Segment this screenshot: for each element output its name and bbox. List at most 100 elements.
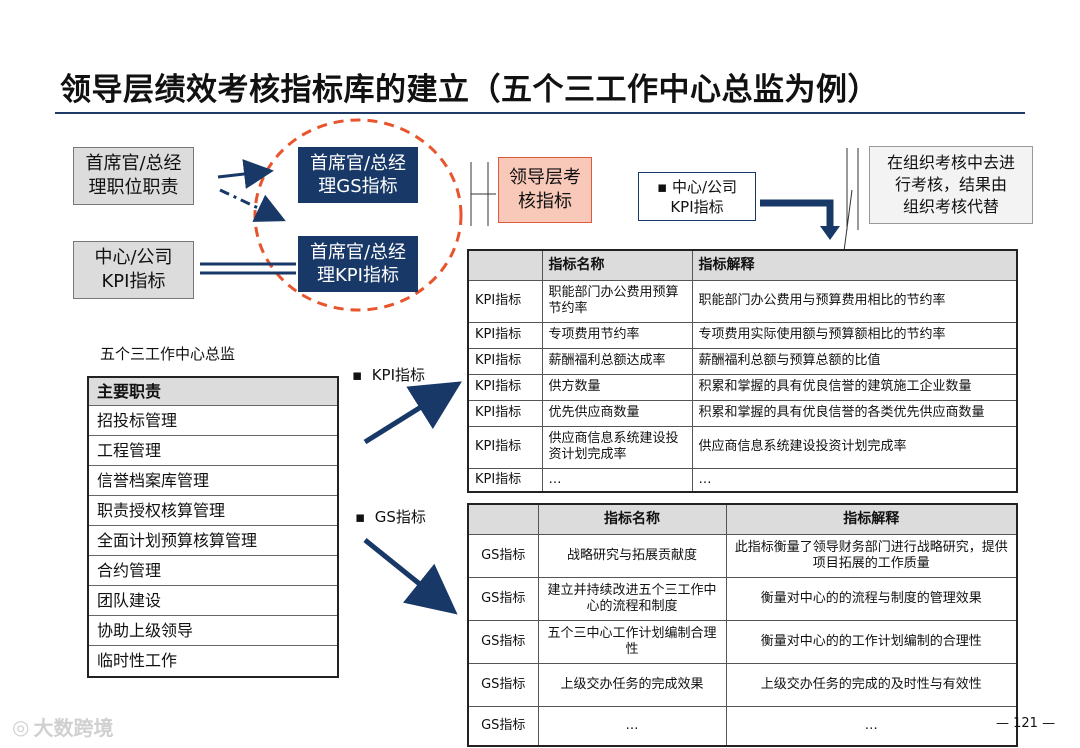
note-box: 在组织考核中去进行考核，结果由组织考核代替: [869, 146, 1033, 224]
kpi-exp-cell: 积累和掌握的具有优良信誉的建筑施工企业数量: [691, 373, 1018, 401]
table-row: KPI指标 职能部门办公费用预算节约率 职能部门办公费用与预算费用相比的节约率: [467, 279, 1018, 323]
duties-header: 主要职责: [89, 378, 337, 406]
pink-line2: 核指标: [518, 191, 572, 212]
watermark-logo-icon: ◎: [12, 714, 30, 739]
table-header-row: 指标名称 指标解释: [467, 503, 1018, 535]
gs-name-cell: 五个三中心工作计划编制合理性: [537, 619, 727, 664]
table-row: GS指标 … …: [467, 705, 1018, 747]
kpi-name-cell: 供方数量: [541, 373, 693, 401]
watermark: ◎ 大数跨境: [12, 712, 113, 741]
table-row: KPI指标 专项费用节约率 专项费用实际使用额与预算额相比的节约率: [467, 321, 1018, 349]
gs-cat-cell: GS指标: [467, 662, 539, 707]
table-row: GS指标 五个三中心工作计划编制合理性 衡量对中心的的工作计划编制的合理性: [467, 619, 1018, 664]
table-row: GS指标 建立并持续改进五个三工作中心的流程和制度 衡量对中心的的流程与制度的管…: [467, 576, 1018, 621]
duties-heading: 五个三工作中心总监: [100, 345, 236, 363]
kpi-exp-cell: 薪酬福利总额与预算总额的比值: [691, 347, 1018, 375]
duty-box-line2: 理职位职责: [88, 177, 179, 198]
kpi-col-header: 指标名称: [541, 249, 693, 281]
gs-col-header: [467, 503, 539, 535]
center-kpi-line2: KPI指标: [670, 197, 724, 216]
kpi-navy-line2: 理KPI指标: [317, 265, 399, 286]
gs-cat-cell: GS指标: [467, 533, 539, 578]
bent-arrow: [760, 199, 834, 228]
gs-navy-line2: 理GS指标: [318, 176, 398, 197]
kpi-arrow-label: ▪ KPI指标: [352, 366, 426, 384]
list-item: 信誉档案库管理: [89, 466, 337, 496]
kpi-box-line2: KPI指标: [101, 271, 166, 292]
kpi-cat-cell: KPI指标: [467, 321, 543, 349]
gs-navy-line1: 首席官/总经: [309, 153, 407, 174]
kpi-col-header: [467, 249, 543, 281]
note-line1: 在组织考核中去进: [886, 153, 1015, 172]
table-row: KPI指标 … …: [467, 467, 1018, 493]
kpi-exp-cell: 职能部门办公费用与预算费用相比的节约率: [691, 279, 1018, 323]
gs-cat-cell: GS指标: [467, 576, 539, 621]
page-title: 领导层绩效考核指标库的建立（五个三工作中心总监为例）: [60, 72, 879, 108]
leadership-indicator-box: 领导层考核指标: [498, 157, 592, 223]
gs-cat-cell: GS指标: [467, 705, 539, 747]
list-item: 招投标管理: [89, 406, 337, 436]
kpi-navy-line1: 首席官/总经: [309, 242, 407, 263]
watermark-text: 大数跨境: [33, 716, 114, 740]
gs-arrow-label: ▪ GS指标: [355, 508, 426, 526]
list-item: 合约管理: [89, 556, 337, 586]
kpi-name-cell: …: [541, 467, 693, 493]
kpi-cat-cell: KPI指标: [467, 347, 543, 375]
arrow-to-kpi-table: [363, 381, 462, 445]
kpi-col-header: 指标解释: [691, 249, 1018, 281]
gs-exp-cell: 衡量对中心的的工作计划编制的合理性: [725, 619, 1018, 664]
position-duty-box: 首席官/总经理职位职责: [73, 147, 194, 205]
kpi-exp-cell: 积累和掌握的具有优良信誉的各类优先供应商数量: [691, 399, 1018, 427]
kpi-cat-cell: KPI指标: [467, 467, 543, 493]
table-row: KPI指标 优先供应商数量 积累和掌握的具有优良信誉的各类优先供应商数量: [467, 399, 1018, 427]
kpi-cat-cell: KPI指标: [467, 399, 543, 427]
kpi-cat-cell: KPI指标: [467, 425, 543, 469]
gs-name-cell: …: [537, 705, 727, 747]
table-row: KPI指标 供方数量 积累和掌握的具有优良信誉的建筑施工企业数量: [467, 373, 1018, 401]
gs-exp-cell: 上级交办任务的完成的及时性与有效性: [725, 662, 1018, 707]
table-row: GS指标 上级交办任务的完成效果 上级交办任务的完成的及时性与有效性: [467, 662, 1018, 707]
kpi-exp-cell: 专项费用实际使用额与预算额相比的节约率: [691, 321, 1018, 349]
gs-col-header: 指标名称: [537, 503, 727, 535]
gs-name-cell: 建立并持续改进五个三工作中心的流程和制度: [537, 576, 727, 621]
arrow-duty-to-gs: [217, 159, 274, 189]
list-item: 职责授权核算管理: [89, 496, 337, 526]
kpi-indicator-box: 首席官/总经理KPI指标: [298, 236, 418, 292]
table-row: GS指标 战略研究与拓展贡献度 此指标衡量了领导财务部门进行战略研究，提供项目拓…: [467, 533, 1018, 578]
kpi-name-cell: 优先供应商数量: [541, 399, 693, 427]
gs-exp-cell: …: [725, 705, 1018, 747]
gs-cat-cell: GS指标: [467, 619, 539, 664]
table-row: KPI指标 供应商信息系统建设投资计划完成率 供应商信息系统建设投资计划完成率: [467, 425, 1018, 469]
gs-indicator-box: 首席官/总经理GS指标: [298, 147, 418, 203]
gs-table: 指标名称 指标解释 GS指标 战略研究与拓展贡献度 此指标衡量了领导财务部门进行…: [467, 503, 1018, 747]
center-kpi-line1: ▪ 中心/公司: [657, 177, 737, 196]
arrow-duty-to-kpi: [219, 188, 286, 222]
pink-line1: 领导层考: [509, 167, 581, 188]
page-number: — 121 —: [996, 716, 1056, 731]
kpi-name-cell: 专项费用节约率: [541, 321, 693, 349]
kpi-exp-cell: …: [691, 467, 1018, 493]
duties-list: 主要职责 招投标管理 工程管理 信誉档案库管理 职责授权核算管理 全面计划预算核…: [87, 376, 339, 678]
note-line3: 组织考核代替: [902, 197, 999, 216]
table-header-row: 指标名称 指标解释: [467, 249, 1018, 281]
kpi-name-cell: 供应商信息系统建设投资计划完成率: [541, 425, 693, 469]
table-row: KPI指标 薪酬福利总额达成率 薪酬福利总额与预算总额的比值: [467, 347, 1018, 375]
kpi-box-line1: 中心/公司: [94, 247, 173, 268]
title-divider: [55, 112, 1025, 114]
list-item: 临时性工作: [97, 651, 178, 670]
kpi-cat-cell: KPI指标: [467, 279, 543, 323]
note-line2: 行考核，结果由: [894, 175, 1007, 194]
gs-name-cell: 战略研究与拓展贡献度: [537, 533, 727, 578]
gs-exp-cell: 衡量对中心的的流程与制度的管理效果: [725, 576, 1018, 621]
arrow-to-gs-table: [363, 538, 458, 615]
kpi-name-cell: 薪酬福利总额达成率: [541, 347, 693, 375]
kpi-name-cell: 职能部门办公费用预算节约率: [541, 279, 693, 323]
gs-name-cell: 上级交办任务的完成效果: [537, 662, 727, 707]
list-item: 团队建设: [89, 586, 337, 616]
gs-exp-cell: 此指标衡量了领导财务部门进行战略研究，提供项目拓展的工作质量: [725, 533, 1018, 578]
list-item: 协助上级领导: [89, 616, 337, 646]
company-kpi-box: 中心/公司 KPI指标: [73, 241, 194, 299]
kpi-table: 指标名称 指标解释 KPI指标 职能部门办公费用预算节约率 职能部门办公费用与预…: [467, 249, 1018, 493]
kpi-exp-cell: 供应商信息系统建设投资计划完成率: [691, 425, 1018, 469]
